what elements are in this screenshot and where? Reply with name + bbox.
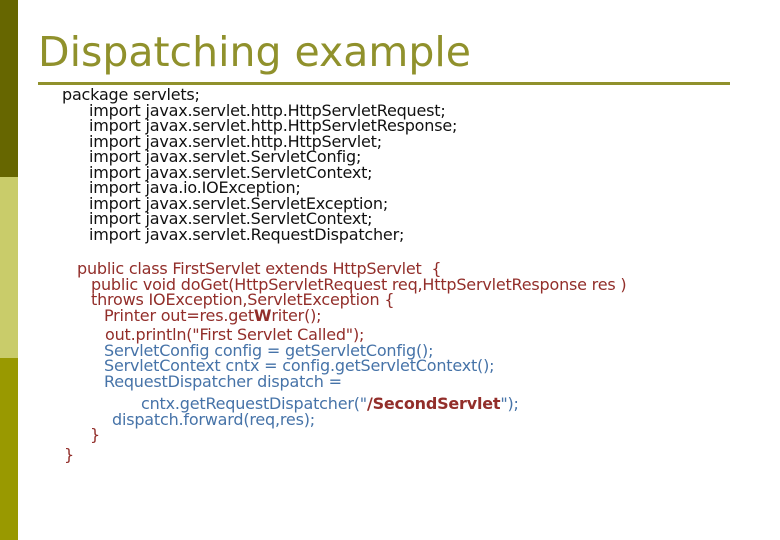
code-block-imports: package servlets;import javax.servlet.ht…	[0, 87, 780, 244]
code-line: import javax.servlet.http.HttpServletReq…	[0, 100, 780, 120]
code-segment: }	[64, 444, 74, 464]
code-segment: import javax.servlet.ServletContext;	[89, 162, 373, 182]
accent-bar-segment-middle	[0, 177, 18, 358]
code-line: import javax.servlet.http.HttpServletRes…	[0, 118, 780, 134]
code-segment: cntx.getRequestDispatcher("	[141, 394, 367, 413]
left-accent-bar	[0, 0, 18, 540]
code-segment: ");	[500, 394, 519, 413]
code-line: import javax.servlet.ServletConfig;	[0, 149, 780, 165]
code-line: public class FirstServlet extends HttpSe…	[0, 261, 780, 277]
code-line: }	[0, 444, 780, 464]
accent-bar-segment-top	[0, 0, 18, 177]
code-segment: ServletContext cntx = config.getServletC…	[104, 356, 495, 375]
code-line: import javax.servlet.ServletContext;	[0, 211, 780, 227]
code-segment: /SecondServlet	[366, 394, 501, 413]
code-segment: out.println("First Servlet Called");	[105, 325, 365, 344]
code-segment: Printer out=res.get	[104, 305, 254, 325]
code-segment: import javax.servlet.http.HttpServletRes…	[89, 116, 458, 135]
code-segment: ServletConfig config = getServletConfig(…	[104, 340, 434, 360]
code-segment: RequestDispatcher dispatch =	[104, 371, 342, 391]
accent-bar-segment-bottom	[0, 358, 18, 540]
code-segment: import javax.servlet.RequestDispatcher;	[89, 224, 405, 244]
code-line: import javax.servlet.RequestDispatcher;	[0, 224, 780, 244]
slide-title: Dispatching example	[38, 28, 471, 76]
code-segment: import javax.servlet.http.HttpServletReq…	[89, 100, 446, 120]
code-segment: import javax.servlet.ServletContext;	[89, 209, 373, 228]
code-segment: W	[253, 305, 272, 325]
code-line: throws IOException,ServletException {	[0, 292, 780, 308]
code-segment: import javax.servlet.ServletConfig;	[89, 147, 362, 166]
code-line: out.println("First Servlet Called");	[0, 327, 780, 343]
code-line: import java.io.IOException;	[0, 180, 780, 196]
code-line: Printer out=res.getWriter();	[0, 305, 780, 325]
code-line: }	[0, 427, 780, 443]
code-line: public void doGet(HttpServletRequest req…	[0, 274, 780, 294]
code-segment: }	[90, 425, 100, 444]
code-line: ServletConfig config = getServletConfig(…	[0, 340, 780, 360]
code-line: ServletContext cntx = config.getServletC…	[0, 358, 780, 374]
code-line: package servlets;	[0, 87, 780, 103]
code-segment: dispatch.forward(req,res);	[112, 409, 315, 429]
code-line: import javax.servlet.ServletException;	[0, 193, 780, 213]
code-segment: throws IOException,ServletException {	[91, 290, 395, 309]
code-line: import javax.servlet.http.HttpServlet;	[0, 131, 780, 151]
code-segment: public class FirstServlet extends HttpSe…	[77, 259, 442, 278]
code-line: cntx.getRequestDispatcher("/SecondServle…	[0, 396, 780, 412]
code-block-class: public class FirstServlet extends HttpSe…	[0, 261, 780, 464]
code-line: RequestDispatcher dispatch =	[0, 371, 780, 391]
code-segment: import java.io.IOException;	[89, 178, 301, 197]
code-segment: package servlets;	[62, 85, 200, 104]
code-line: import javax.servlet.ServletContext;	[0, 162, 780, 182]
title-underline	[38, 82, 730, 85]
code-segment: import javax.servlet.ServletException;	[89, 193, 389, 213]
code-segment: riter();	[271, 305, 322, 325]
code-segment: public void doGet(HttpServletRequest req…	[91, 274, 627, 294]
code-line: dispatch.forward(req,res);	[0, 409, 780, 429]
code-segment: import javax.servlet.http.HttpServlet;	[89, 131, 382, 151]
